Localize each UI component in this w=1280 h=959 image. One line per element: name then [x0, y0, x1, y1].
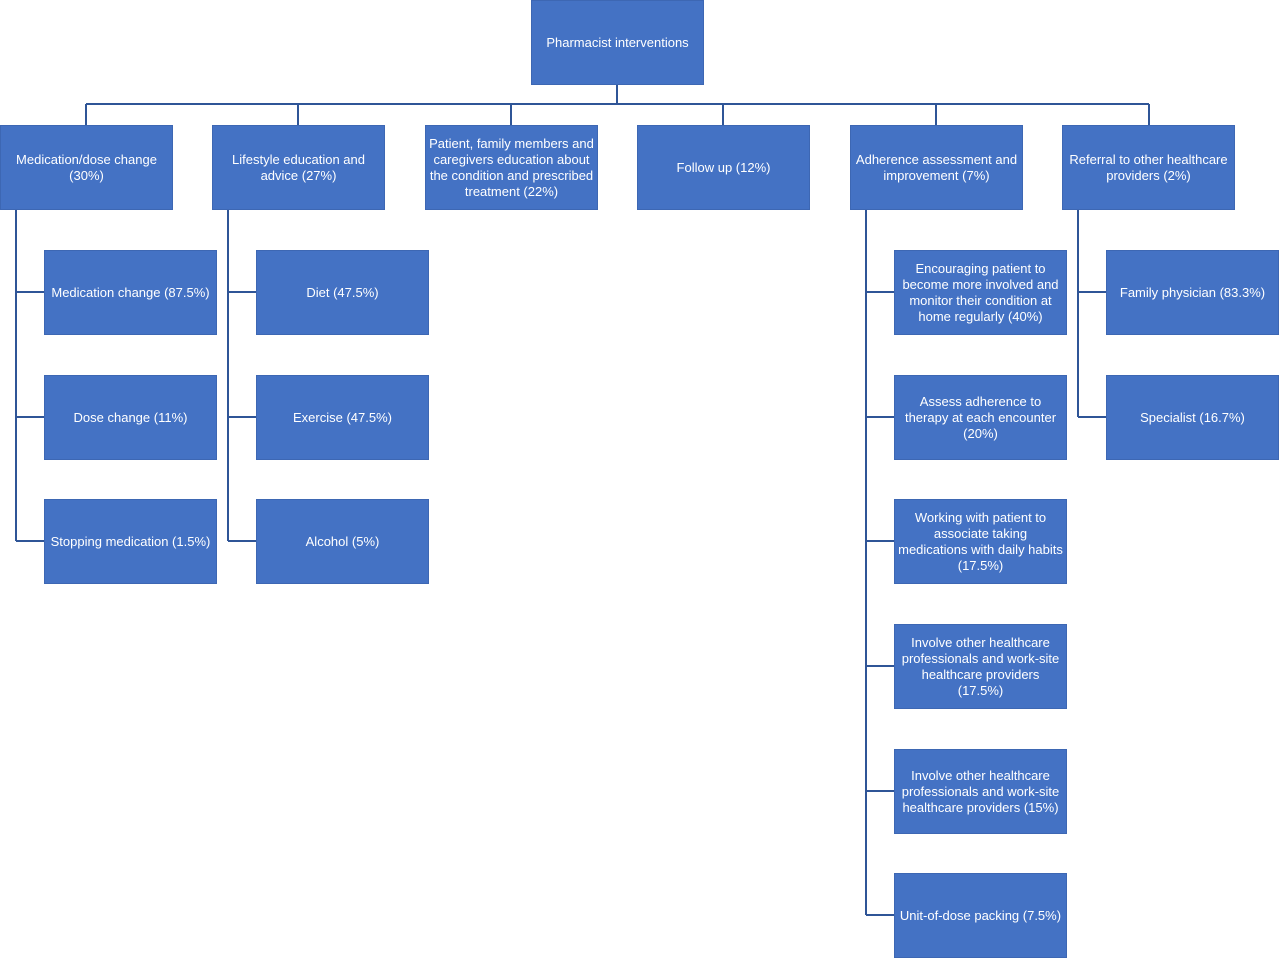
- child-involve-professionals-17: Involve other healthcare professionals a…: [894, 624, 1067, 709]
- child-dose-change: Dose change (11%): [44, 375, 217, 460]
- category-follow-up: Follow up (12%): [637, 125, 810, 210]
- child-alcohol: Alcohol (5%): [256, 499, 429, 584]
- category-medication-dose-change: Medication/dose change (30%): [0, 125, 173, 210]
- category-lifestyle-education: Lifestyle education and advice (27%): [212, 125, 385, 210]
- category-patient-family-education: Patient, family members and caregivers e…: [425, 125, 598, 210]
- child-medication-change: Medication change (87.5%): [44, 250, 217, 335]
- child-assess-adherence: Assess adherence to therapy at each enco…: [894, 375, 1067, 460]
- child-daily-habits: Working with patient to associate taking…: [894, 499, 1067, 584]
- category-referral: Referral to other healthcare providers (…: [1062, 125, 1235, 210]
- child-stopping-medication: Stopping medication (1.5%): [44, 499, 217, 584]
- root-node: Pharmacist interventions: [531, 0, 704, 85]
- child-family-physician: Family physician (83.3%): [1106, 250, 1279, 335]
- child-diet: Diet (47.5%): [256, 250, 429, 335]
- child-encouraging-patient: Encouraging patient to become more invol…: [894, 250, 1067, 335]
- child-exercise: Exercise (47.5%): [256, 375, 429, 460]
- child-unit-of-dose-packing: Unit-of-dose packing (7.5%): [894, 873, 1067, 958]
- category-adherence-assessment: Adherence assessment and improvement (7%…: [850, 125, 1023, 210]
- child-specialist: Specialist (16.7%): [1106, 375, 1279, 460]
- child-involve-professionals-15: Involve other healthcare professionals a…: [894, 749, 1067, 834]
